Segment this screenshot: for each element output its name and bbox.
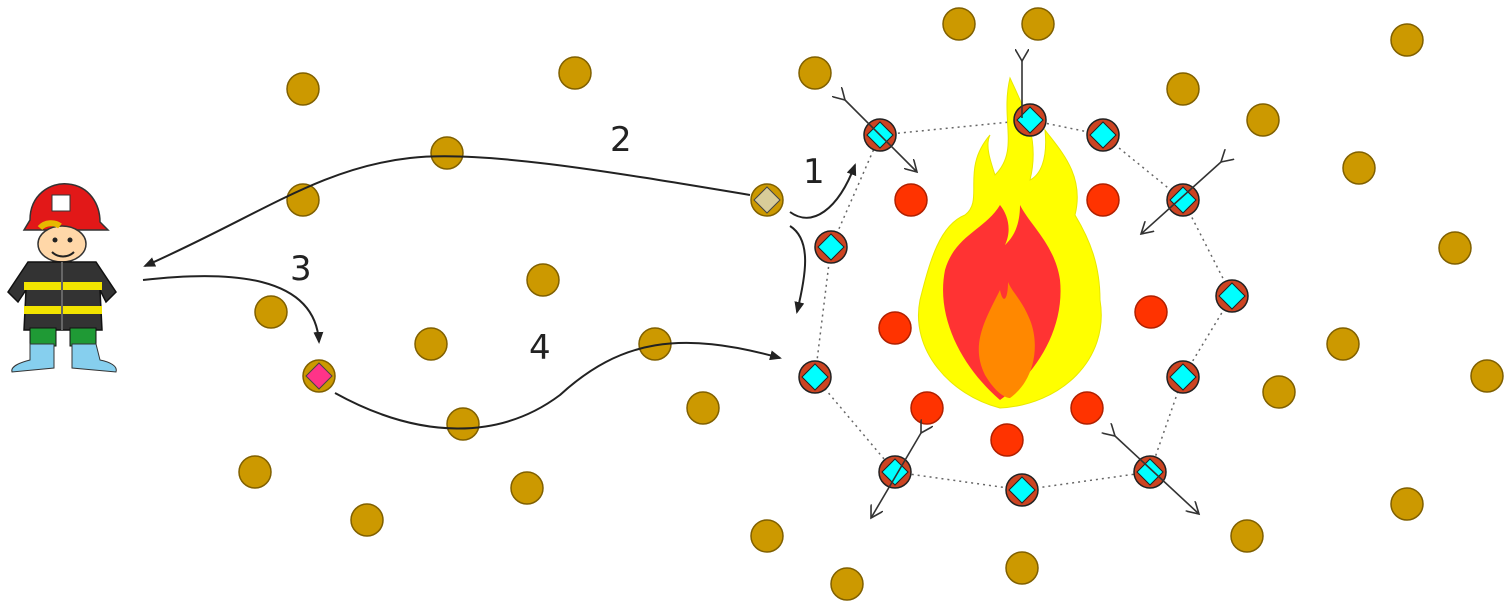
boundary-node bbox=[1215, 279, 1249, 313]
sensor-nodes bbox=[238, 7, 1504, 601]
step-label-3: 3 bbox=[290, 249, 312, 289]
informer-node bbox=[750, 183, 784, 217]
sensor-node bbox=[1246, 103, 1280, 137]
sensor-node bbox=[526, 263, 560, 297]
step-label-1: 1 bbox=[803, 152, 825, 192]
sensor-node bbox=[686, 391, 720, 425]
sensor-node bbox=[1021, 7, 1055, 41]
boundary-node bbox=[1133, 455, 1167, 489]
arrow-step-1a bbox=[789, 163, 857, 219]
sensor-node bbox=[830, 567, 864, 601]
sensor-node bbox=[942, 7, 976, 41]
boundary-node bbox=[1166, 360, 1200, 394]
sensor-node bbox=[430, 136, 464, 170]
burning-node bbox=[894, 183, 928, 217]
step-arrows bbox=[142, 155, 857, 430]
boundary-node bbox=[1086, 118, 1120, 152]
sensor-node bbox=[558, 56, 592, 90]
boundary-node bbox=[1166, 183, 1200, 217]
sensor-node bbox=[350, 503, 384, 537]
sensor-node bbox=[254, 295, 288, 329]
sensor-node bbox=[1438, 231, 1472, 265]
arrow-step-3 bbox=[142, 275, 324, 344]
sensor-node bbox=[414, 327, 448, 361]
sensor-node bbox=[446, 407, 480, 441]
sensor-node bbox=[750, 519, 784, 553]
arrow-step-4 bbox=[334, 341, 782, 430]
sensor-node bbox=[510, 471, 544, 505]
burning-node bbox=[1086, 183, 1120, 217]
double-arrow bbox=[871, 433, 921, 518]
sensor-node bbox=[1390, 487, 1424, 521]
sensor-node bbox=[1326, 327, 1360, 361]
burning-node bbox=[1070, 391, 1104, 425]
sensor-node bbox=[1390, 23, 1424, 57]
sensor-node bbox=[798, 56, 832, 90]
burning-node bbox=[910, 391, 944, 425]
sensor-node bbox=[286, 72, 320, 106]
step-label-2: 2 bbox=[610, 120, 632, 160]
boundary-node bbox=[878, 455, 912, 489]
sensor-node bbox=[1470, 359, 1504, 393]
arrow-step-2 bbox=[143, 155, 751, 267]
boundary-node bbox=[798, 360, 832, 394]
burning-node bbox=[1134, 295, 1168, 329]
fire-icon bbox=[918, 76, 1102, 409]
sensor-node bbox=[1166, 72, 1200, 106]
boundary-node bbox=[1005, 473, 1039, 507]
boundary-node bbox=[814, 230, 848, 264]
double-arrow bbox=[845, 100, 917, 172]
burning-nodes bbox=[878, 183, 1168, 457]
firefighter-icon bbox=[7, 183, 117, 373]
sensor-node bbox=[1262, 375, 1296, 409]
sensor-node bbox=[238, 455, 272, 489]
boundary-movement-arrows bbox=[845, 61, 1221, 518]
burning-node bbox=[990, 423, 1024, 457]
burning-node bbox=[878, 311, 912, 345]
arrow-step-1b bbox=[789, 225, 807, 314]
double-arrow bbox=[1141, 162, 1221, 234]
double-arrow bbox=[1115, 436, 1199, 514]
sensor-node bbox=[1230, 519, 1264, 553]
step-label-4: 4 bbox=[529, 328, 551, 368]
sensor-node bbox=[1342, 151, 1376, 185]
alerted-node bbox=[302, 359, 336, 393]
sensor-node bbox=[1005, 551, 1039, 585]
boundary-node bbox=[1013, 103, 1047, 137]
